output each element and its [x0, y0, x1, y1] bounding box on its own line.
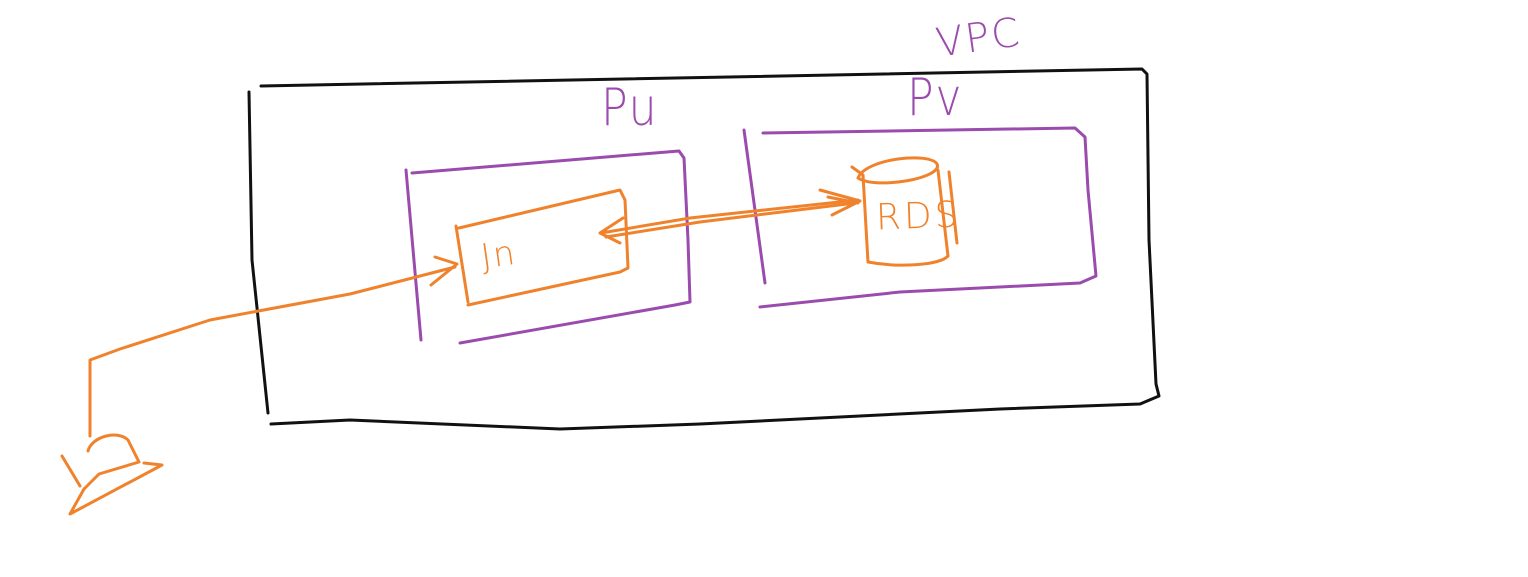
db-connection-arrow: [598, 188, 862, 245]
jump-host-label: Jn: [478, 232, 520, 278]
vpc-label: VPC: [933, 9, 1025, 67]
user-access-arrow: [88, 255, 459, 438]
database-label: RDS: [875, 194, 962, 239]
public-subnet-label: Pu: [601, 78, 659, 138]
vpc-boundary: [247, 67, 1161, 431]
public-subnet-box: [404, 149, 692, 345]
database-cylinder-icon: [850, 156, 959, 267]
private-subnet-box: [742, 126, 1098, 309]
private-subnet-label: Pv: [906, 68, 964, 128]
laptop-icon: [60, 433, 164, 516]
